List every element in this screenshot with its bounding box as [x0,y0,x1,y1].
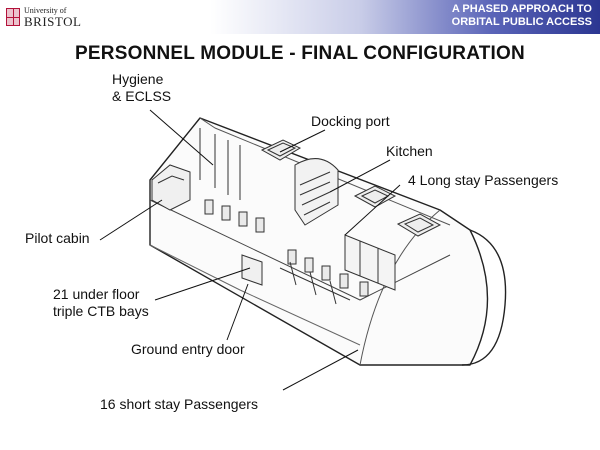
lower-hull [149,244,361,346]
interior-details [151,128,442,305]
leader-short-stay [282,349,359,391]
leader-long-stay [344,184,401,236]
docking-hatch [260,139,302,161]
roof-window-2 [396,213,442,237]
pilot-cabin-shape [151,164,191,211]
page-title: PERSONNEL MODULE - FINAL CONFIGURATION [75,43,525,64]
leader-hygiene [149,109,214,166]
leader-underfloor [154,267,251,301]
module-body [149,117,507,366]
label-underfloor: 21 under floor triple CTB bays [53,286,149,320]
leader-kitchen [329,159,391,193]
label-underfloor-line-2: triple CTB bays [53,303,149,319]
header-title-line-2: ORBITAL PUBLIC ACCESS [451,16,592,28]
label-hygiene: Hygiene & ECLSS [112,71,171,105]
floor-line [149,199,451,301]
header-title: A PHASED APPROACH TO ORBITAL PUBLIC ACCE… [452,3,592,29]
label-pilot-cabin: Pilot cabin [25,230,90,246]
kitchen-unit [294,158,339,226]
label-docking-port: Docking port [311,113,390,129]
end-cap [461,229,507,366]
label-long-stay: 4 Long stay Passengers [408,172,559,188]
logo-text: University of BRISTOL [24,5,82,29]
label-short-stay: 16 short stay Passengers [100,396,258,412]
leader-docking [279,129,326,153]
logo-line-1: University of [24,5,67,15]
hull-outline [149,117,489,366]
crest-icon [6,8,20,26]
label-hygiene-line-1: Hygiene [112,71,164,87]
label-ground-door: Ground entry door [131,341,245,357]
header-bar [0,0,600,34]
label-kitchen: Kitchen [386,143,433,159]
header-title-line-1: A PHASED APPROACH TO [451,3,592,15]
leader-pilot [99,199,163,241]
leader-lines [99,109,401,391]
roof-window-1 [353,185,397,208]
leader-ground-door [226,283,249,341]
underfloor-bays [279,261,351,305]
label-underfloor-line-1: 21 under floor [53,286,140,302]
seat-row [204,199,369,297]
label-hygiene-line-2: & ECLSS [112,88,172,104]
university-logo: University of BRISTOL [6,6,81,28]
logo-line-2: BRISTOL [24,13,82,29]
